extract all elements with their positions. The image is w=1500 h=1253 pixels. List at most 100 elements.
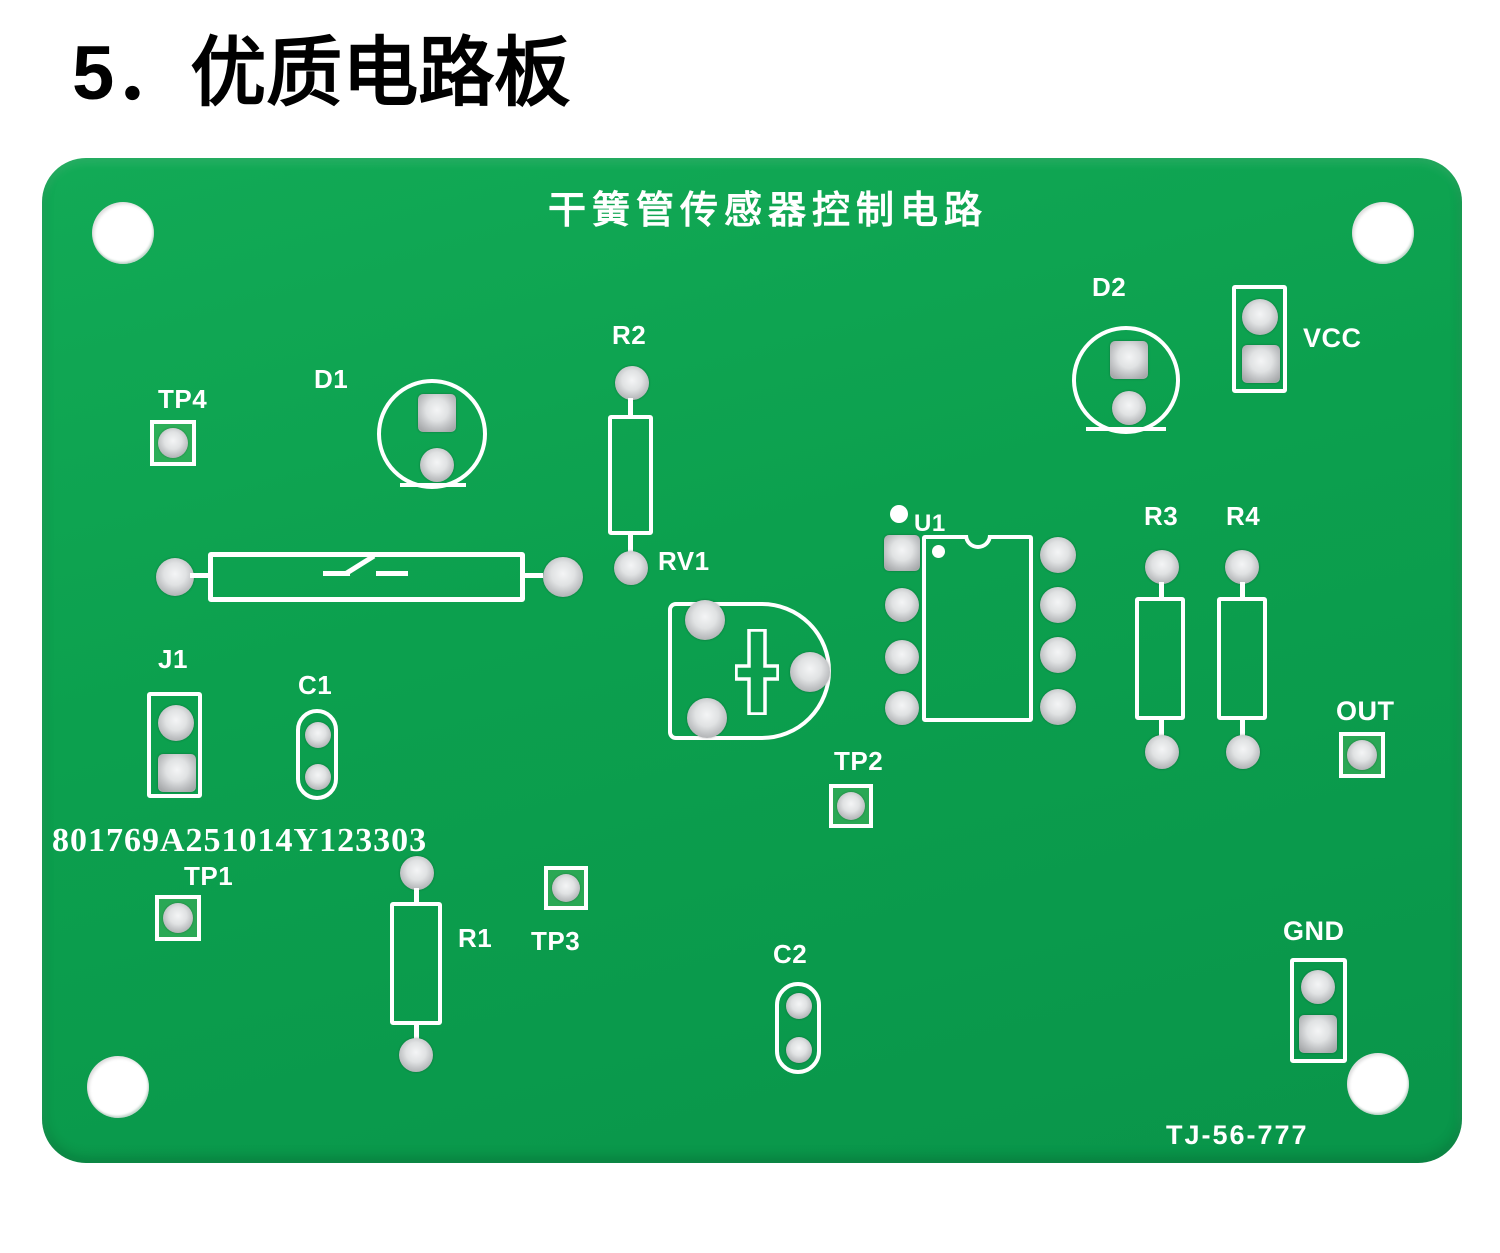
d2-label: D2 (1092, 272, 1127, 302)
pcb-board (42, 158, 1462, 1163)
d1-outline (377, 379, 487, 489)
r4-lead-bottom (1240, 719, 1245, 737)
j1-pad-square (158, 754, 196, 792)
mounting-hole-top-left (92, 202, 154, 264)
r2-pad-top (615, 366, 649, 400)
reed-switch-outline (208, 552, 525, 602)
r3-pad-bottom (1145, 735, 1179, 769)
rv1-pad-wiper (790, 652, 830, 692)
r1-outline (390, 902, 442, 1025)
reed-switch-lead-right (523, 573, 543, 578)
r2-lead-bottom (628, 533, 633, 553)
u1-pad-5 (1040, 689, 1076, 725)
reed-switch-symbol-left-bar (323, 571, 350, 576)
u1-inner-pin1-dot (932, 545, 945, 558)
d1-label: D1 (314, 364, 349, 394)
tp4-pad (158, 428, 188, 458)
r1-pad-top (400, 856, 434, 890)
u1-outline (922, 535, 1033, 722)
tp3-pad (552, 874, 580, 902)
vcc-pad-square (1242, 345, 1280, 383)
gnd-pad-square (1299, 1015, 1337, 1053)
r1-lead-bottom (414, 1024, 419, 1041)
r2-lead-top (628, 398, 633, 416)
out-pad-outline (1339, 732, 1385, 778)
tp1-pad (163, 903, 193, 933)
model-number: TJ-56-777 (1166, 1120, 1309, 1150)
rv1-adjust-cross-icon (735, 629, 779, 715)
r2-outline (608, 415, 653, 535)
j1-label: J1 (158, 644, 188, 674)
c1-pad-bottom (305, 764, 331, 790)
d1-pad-anode (418, 394, 456, 432)
u1-pad-2 (885, 588, 919, 622)
tp1-label: TP1 (184, 861, 234, 891)
c1-pad-top (305, 722, 331, 748)
r3-label: R3 (1144, 501, 1179, 531)
r3-pad-top (1145, 550, 1179, 584)
d2-outline (1072, 326, 1180, 434)
r4-label: R4 (1226, 501, 1261, 531)
r4-outline (1217, 597, 1267, 720)
r3-lead-bottom (1159, 719, 1164, 737)
r4-pad-top (1225, 550, 1259, 584)
u1-pad-3 (885, 640, 919, 674)
d1-flat-edge (400, 483, 466, 487)
out-pad (1347, 740, 1377, 770)
out-label: OUT (1336, 696, 1395, 726)
c2-outline (775, 982, 821, 1074)
u1-pin1-marker-dot (890, 505, 908, 523)
serial-number: 801769A251014Y123303 (52, 822, 428, 859)
c1-outline (296, 709, 338, 800)
page-title: 5．优质电路板 (72, 31, 571, 116)
rv1-label: RV1 (658, 546, 710, 576)
reed-switch-lead-left (190, 573, 208, 578)
c2-pad-top (786, 993, 812, 1019)
c1-label: C1 (298, 670, 333, 700)
vcc-label: VCC (1303, 323, 1362, 353)
j1-pad-round (158, 705, 194, 741)
vcc-pad-round (1242, 299, 1278, 335)
rv1-pad-bottom-left (687, 698, 727, 738)
u1-pad-8 (1040, 537, 1076, 573)
gnd-connector-outline (1290, 958, 1347, 1063)
tp2-pad (837, 792, 865, 820)
r1-pad-bottom (399, 1038, 433, 1072)
j1-connector-outline (147, 692, 202, 798)
d2-flat-edge (1086, 427, 1166, 431)
r3-outline (1135, 597, 1185, 720)
r2-label: R2 (612, 320, 647, 350)
u1-pad-1 (884, 535, 920, 571)
tp3-label: TP3 (531, 926, 581, 956)
r1-lead-top (414, 888, 419, 903)
gnd-label: GND (1283, 916, 1345, 946)
r4-pad-bottom (1226, 735, 1260, 769)
d2-pad-cathode (1112, 391, 1146, 425)
tp4-label: TP4 (158, 384, 208, 414)
r4-lead-top (1240, 582, 1245, 598)
mounting-hole-bottom-right (1347, 1053, 1409, 1115)
c2-label: C2 (773, 939, 808, 969)
gnd-pad-round (1301, 970, 1335, 1004)
board-silkscreen-title: 干簧管传感器控制电路 (548, 190, 989, 232)
rv1-pad-top-left (685, 600, 725, 640)
u1-notch (964, 535, 992, 549)
tp2-label: TP2 (834, 746, 884, 776)
r3-lead-top (1159, 582, 1164, 598)
u1-label: U1 (914, 510, 946, 537)
r2-pad-bottom (614, 551, 648, 585)
r1-label: R1 (458, 923, 493, 953)
reed-switch-symbol-right-bar (376, 571, 408, 576)
d1-pad-cathode (420, 448, 454, 482)
reed-switch-pad-left (156, 558, 194, 596)
reed-switch-pad-right (543, 557, 583, 597)
vcc-connector-outline (1232, 285, 1287, 393)
mounting-hole-bottom-left (87, 1056, 149, 1118)
c2-pad-bottom (786, 1037, 812, 1063)
u1-pad-6 (1040, 637, 1076, 673)
tp2-pad-outline (829, 784, 873, 828)
d2-pad-anode (1110, 341, 1148, 379)
u1-pad-7 (1040, 587, 1076, 623)
mounting-hole-top-right (1352, 202, 1414, 264)
